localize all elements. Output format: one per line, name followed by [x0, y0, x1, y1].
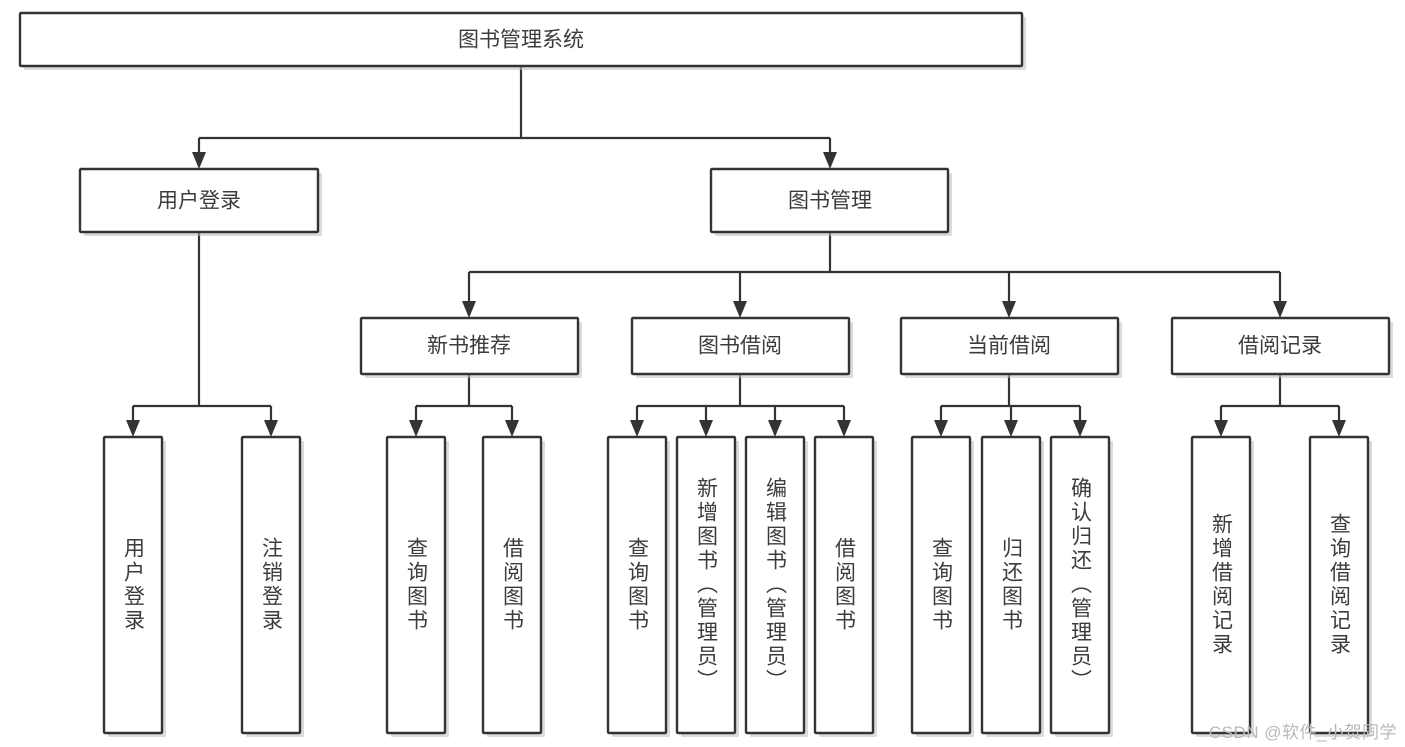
- node-root[interactable]: 图书管理系统: [18, 11, 1026, 70]
- arrowhead-leaf-confirm-return: [1073, 420, 1087, 437]
- node-leaf-user-login[interactable]: 用户登录: [102, 435, 166, 737]
- node-leaf-query-book-3-box[interactable]: [910, 435, 972, 735]
- arrowhead-leaf-query-book-2: [630, 420, 644, 437]
- edge-bookmanage-trunk: [467, 232, 1282, 310]
- arrowhead-leaf-query-record: [1332, 420, 1346, 437]
- edge-bookborrow-trunk: [635, 374, 846, 430]
- edge-root-trunk: [197, 66, 832, 160]
- node-user-login-label: 用户登录: [157, 190, 241, 213]
- arrowhead-book-manage: [823, 152, 837, 169]
- node-book-manage-box[interactable]: [709, 167, 950, 234]
- node-leaf-borrow-book-1-label: 借阅图书: [501, 537, 525, 633]
- node-borrow-record-box[interactable]: [1170, 316, 1391, 376]
- node-book-borrow-label: 图书借阅: [698, 335, 782, 358]
- arrowhead-leaf-edit-book: [768, 420, 782, 437]
- arrowhead-leaf-query-book-1: [409, 420, 423, 437]
- node-book-borrow[interactable]: 图书借阅: [630, 316, 853, 378]
- node-leaf-user-login-box[interactable]: [102, 435, 164, 735]
- arrowhead-leaf-borrow-book-2: [837, 420, 851, 437]
- node-leaf-confirm-return[interactable]: 确认归还（管理员）: [1049, 435, 1113, 737]
- node-leaf-return-book-box[interactable]: [980, 435, 1042, 735]
- node-leaf-borrow-book-2-label: 借阅图书: [833, 537, 857, 633]
- node-user-login-box[interactable]: [78, 167, 320, 234]
- node-current-borrow-label: 当前借阅: [967, 335, 1051, 358]
- arrowhead-leaf-borrow-book-1: [505, 420, 519, 437]
- node-leaf-query-record[interactable]: 查询借阅记录: [1308, 435, 1372, 737]
- node-book-borrow-box[interactable]: [630, 316, 851, 376]
- arrowhead-current-borrow: [1002, 301, 1016, 318]
- node-new-book-recommend[interactable]: 新书推荐: [359, 316, 582, 378]
- node-leaf-add-book[interactable]: 新增图书（管理员）: [675, 435, 739, 737]
- node-leaf-query-book-1[interactable]: 查询图书: [385, 435, 449, 737]
- node-leaf-add-book-label: 新增图书（管理员）: [695, 477, 719, 693]
- node-book-manage-label: 图书管理: [788, 190, 872, 213]
- node-leaf-add-record-box[interactable]: [1190, 435, 1252, 735]
- node-root-label: 图书管理系统: [458, 29, 584, 52]
- arrowhead-user-login: [192, 152, 206, 169]
- node-leaf-query-book-2[interactable]: 查询图书: [606, 435, 670, 737]
- node-leaf-borrow-book-1-box[interactable]: [481, 435, 543, 735]
- node-leaf-add-record-label: 新增借阅记录: [1210, 513, 1234, 657]
- node-leaf-edit-book-box[interactable]: [744, 435, 806, 735]
- node-current-borrow[interactable]: 当前借阅: [899, 316, 1122, 378]
- node-leaf-query-book-2-box[interactable]: [606, 435, 668, 735]
- edge-userlogin-trunk: [131, 232, 273, 430]
- node-leaf-add-book-box[interactable]: [675, 435, 737, 735]
- arrowhead-leaf-logout: [264, 420, 278, 437]
- node-leaf-confirm-return-box[interactable]: [1049, 435, 1111, 735]
- node-leaf-edit-book[interactable]: 编辑图书（管理员）: [744, 435, 808, 737]
- edge-newbook-trunk: [414, 374, 514, 430]
- node-borrow-record[interactable]: 借阅记录: [1170, 316, 1393, 378]
- node-leaf-user-login-label: 用户登录: [122, 537, 146, 633]
- arrowhead-leaf-return-book: [1004, 420, 1018, 437]
- node-leaf-query-book-2-label: 查询图书: [626, 537, 650, 633]
- node-borrow-record-label: 借阅记录: [1238, 335, 1322, 358]
- node-leaf-confirm-return-label: 确认归还（管理员）: [1069, 477, 1093, 693]
- node-user-login[interactable]: 用户登录: [78, 167, 322, 236]
- node-leaf-logout-label: 注销登录: [260, 537, 284, 633]
- node-current-borrow-box[interactable]: [899, 316, 1120, 376]
- node-new-book-recommend-box[interactable]: [359, 316, 580, 376]
- arrowhead-leaf-add-book: [699, 420, 713, 437]
- node-leaf-query-record-box[interactable]: [1308, 435, 1370, 735]
- node-leaf-return-book[interactable]: 归还图书: [980, 435, 1044, 737]
- arrowhead-leaf-user-login: [126, 420, 140, 437]
- arrowhead-new-book-recommend: [462, 301, 476, 318]
- node-leaf-borrow-book-1[interactable]: 借阅图书: [481, 435, 545, 737]
- arrowhead-book-borrow: [733, 301, 747, 318]
- arrowhead-borrow-record: [1273, 301, 1287, 318]
- node-new-book-recommend-label: 新书推荐: [427, 335, 511, 358]
- node-leaf-logout[interactable]: 注销登录: [240, 435, 304, 737]
- node-leaf-query-book-3-label: 查询图书: [930, 537, 954, 633]
- node-leaf-logout-box[interactable]: [240, 435, 302, 735]
- node-leaf-query-book-1-box[interactable]: [385, 435, 447, 735]
- node-leaf-return-book-label: 归还图书: [1000, 537, 1024, 633]
- edges-layer: [126, 66, 1346, 437]
- node-book-manage[interactable]: 图书管理: [709, 167, 952, 236]
- node-leaf-query-record-label: 查询借阅记录: [1328, 513, 1352, 657]
- node-leaf-query-book-3[interactable]: 查询图书: [910, 435, 974, 737]
- node-leaf-borrow-book-2[interactable]: 借阅图书: [813, 435, 877, 737]
- arrowhead-leaf-query-book-3: [934, 420, 948, 437]
- edge-currentborrow-trunk: [939, 374, 1082, 430]
- edge-borrowrecord-trunk: [1219, 374, 1341, 430]
- arrowhead-leaf-add-record: [1214, 420, 1228, 437]
- node-leaf-borrow-book-2-box[interactable]: [813, 435, 875, 735]
- node-leaf-edit-book-label: 编辑图书（管理员）: [764, 477, 788, 693]
- node-leaf-add-record[interactable]: 新增借阅记录: [1190, 435, 1254, 737]
- node-root-box[interactable]: [18, 11, 1024, 68]
- node-leaf-query-book-1-label: 查询图书: [405, 537, 429, 633]
